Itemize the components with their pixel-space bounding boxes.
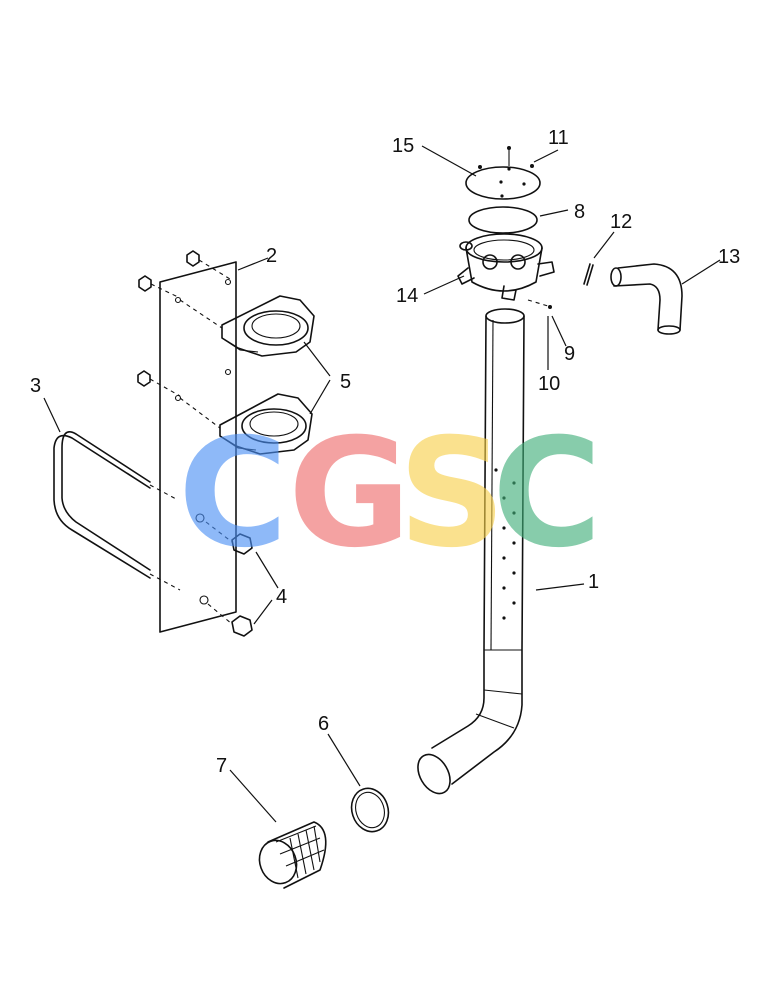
callout-7: 7 — [216, 755, 227, 777]
callout-1: 1 — [588, 571, 599, 593]
hex-nut-middle — [137, 370, 151, 387]
mounting-plate — [159, 261, 237, 633]
leader-lines — [43, 145, 721, 823]
hex-nut-top-left — [138, 275, 152, 292]
watermark-letter-g: G — [288, 407, 411, 581]
cover-screws — [478, 146, 534, 169]
spring-pin — [583, 263, 594, 286]
callout-15: 15 — [392, 135, 414, 157]
pipe-clamp-upper — [221, 295, 315, 357]
cgsc-watermark-logo: C G S C — [178, 407, 602, 581]
watermark-letter-c1: C — [178, 407, 288, 581]
callout-3: 3 — [30, 375, 41, 397]
watermark-letter-s: S — [398, 407, 506, 581]
callout-12: 12 — [610, 211, 632, 233]
hex-bolt-lower — [207, 603, 253, 637]
elbow-fitting — [610, 263, 683, 335]
hex-nut-top-right — [186, 250, 200, 267]
callout-8: 8 — [574, 201, 585, 223]
callout-2: 2 — [266, 245, 277, 267]
gasket — [468, 206, 538, 234]
callout-13: 13 — [718, 246, 740, 268]
callout-11: 11 — [548, 127, 569, 149]
callout-4: 4 — [276, 586, 287, 608]
distribution-head — [457, 233, 555, 301]
callout-labels: 1 2 3 4 5 6 7 8 9 10 11 12 13 14 15 — [30, 127, 740, 777]
hex-bolt-upper — [205, 521, 253, 555]
strainer — [258, 821, 327, 889]
callout-14: 14 — [396, 285, 418, 307]
hose-clamp — [350, 787, 390, 833]
cover-plate — [465, 166, 541, 200]
set-screw — [527, 299, 552, 309]
u-bolt — [53, 431, 181, 591]
callout-9: 9 — [564, 343, 575, 365]
callout-10: 10 — [538, 373, 560, 395]
callout-5: 5 — [340, 371, 351, 393]
callout-6: 6 — [318, 713, 329, 735]
standpipe — [417, 308, 525, 795]
watermark-letter-c2: C — [492, 407, 602, 581]
pipe-clamp-lower — [219, 393, 313, 455]
